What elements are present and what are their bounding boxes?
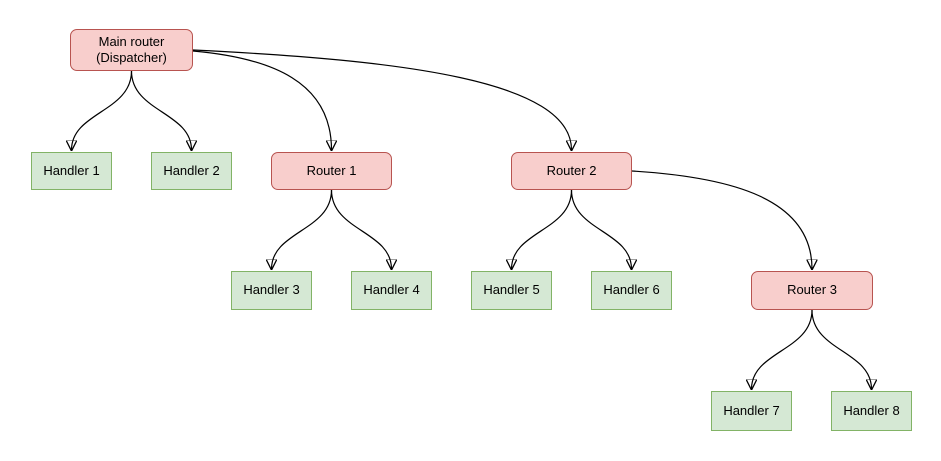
- edge-router-1-to-handler-3: [272, 189, 333, 269]
- node-handler-3: Handler 3: [231, 271, 312, 310]
- edge-router-2-to-handler-6: [570, 189, 632, 269]
- edge-main-router-to-router-2: [192, 49, 572, 150]
- node-main-router: Main router (Dispatcher): [70, 29, 193, 71]
- node-handler-6: Handler 6: [591, 271, 672, 310]
- node-handler-1: Handler 1: [31, 152, 112, 190]
- edge-router-3-to-handler-8: [811, 309, 872, 389]
- node-handler-7: Handler 7: [711, 391, 792, 431]
- node-handler-5: Handler 5: [471, 271, 552, 310]
- node-handler-2: Handler 2: [151, 152, 232, 190]
- edge-router-2-to-router-3: [631, 170, 812, 269]
- edge-main-router-to-handler-2: [130, 70, 192, 150]
- edge-router-2-to-handler-5: [512, 189, 573, 269]
- node-handler-4: Handler 4: [351, 271, 432, 310]
- node-router-3: Router 3: [751, 271, 873, 310]
- node-handler-8: Handler 8: [831, 391, 912, 431]
- node-router-2: Router 2: [511, 152, 632, 190]
- edge-router-3-to-handler-7: [752, 309, 813, 389]
- edge-main-router-to-handler-1: [72, 70, 133, 150]
- edge-router-1-to-handler-4: [330, 189, 392, 269]
- edge-main-router-to-router-1: [192, 50, 332, 150]
- node-router-1: Router 1: [271, 152, 392, 190]
